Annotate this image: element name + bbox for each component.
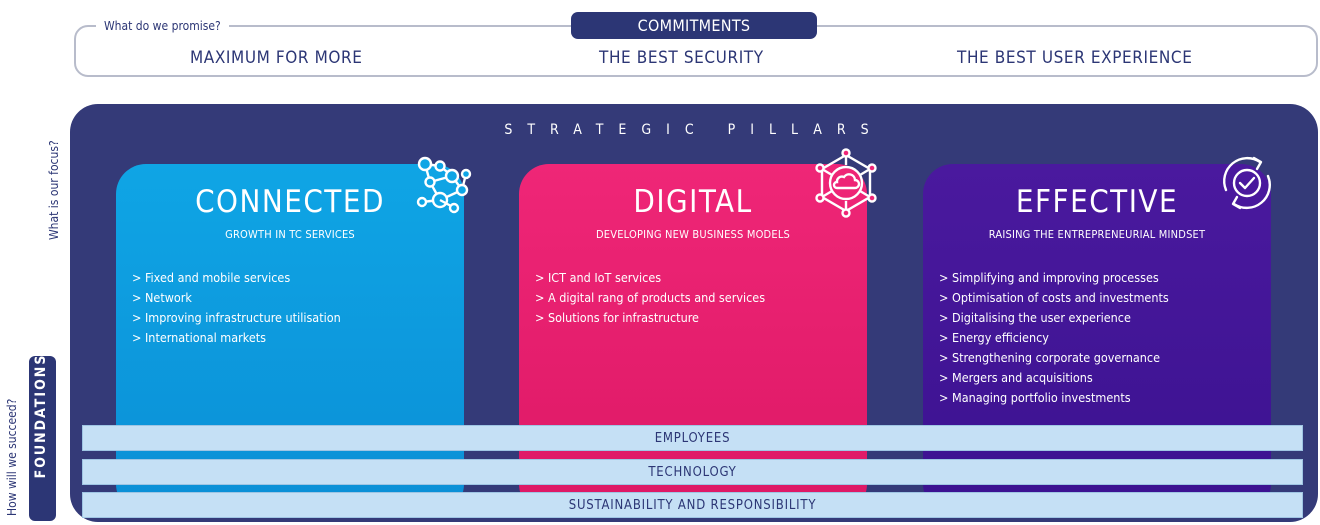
commitments-tab: COMMITMENTS	[571, 12, 817, 39]
list-item: > Digitalising the user experience	[939, 310, 1131, 325]
pillar-list: > ICT and IoT services > A digital rang …	[535, 268, 765, 328]
pillar-digital: DIGITAL DEVELOPING NEW BUSINESS MODELS >…	[519, 164, 867, 514]
pillar-title: CONNECTED	[195, 184, 385, 220]
list-item: > Simplifying and improving processes	[939, 270, 1159, 285]
list-item: > Optimisation of costs and investments	[939, 290, 1169, 305]
network-nodes-icon	[416, 156, 472, 214]
commitment-best-security: THE BEST SECURITY	[599, 48, 764, 68]
commitment-maximum-for-more: MAXIMUM FOR MORE	[190, 48, 363, 68]
list-item: > Solutions for infrastructure	[535, 310, 699, 325]
pillar-subtitle: GROWTH IN TC SERVICES	[225, 228, 355, 241]
list-item: > Improving infrastructure utilisation	[132, 310, 341, 325]
list-item: > Managing portfolio investments	[939, 390, 1131, 405]
pillar-effective: EFFECTIVE RAISING THE ENTREPRENEURIAL MI…	[923, 164, 1271, 514]
commitment-best-user-experience: THE BEST USER EXPERIENCE	[957, 48, 1193, 68]
foundation-employees: EMPLOYEES	[82, 425, 1303, 451]
list-item: > Network	[132, 290, 192, 305]
foundation-technology: TECHNOLOGY	[82, 459, 1303, 485]
check-cycle-icon	[1223, 156, 1271, 210]
list-item: > Mergers and acquisitions	[939, 370, 1093, 385]
list-item: > A digital rang of products and service…	[535, 290, 766, 305]
strategic-pillars-title: STRATEGIC PILLARS	[504, 122, 884, 138]
succeed-question: How will we succeed?	[5, 398, 19, 516]
list-item: > Energy efficiency	[939, 330, 1049, 345]
pillar-subtitle: RAISING THE ENTREPRENEURIAL MINDSET	[988, 228, 1206, 241]
foundations-label: FOUNDATIONS	[33, 353, 49, 479]
commitments-question: What do we promise?	[96, 19, 229, 33]
list-item: > ICT and IoT services	[535, 270, 662, 285]
pillar-connected: CONNECTED GROWTH IN TC SERVICES > Fixed …	[116, 164, 464, 514]
focus-question: What is our focus?	[47, 140, 61, 240]
pillar-list: > Fixed and mobile services > Network > …	[132, 268, 341, 348]
pillar-title: DIGITAL	[633, 184, 753, 220]
list-item: > Strengthening corporate governance	[939, 350, 1160, 365]
list-item: > International markets	[132, 330, 267, 345]
pillar-title: EFFECTIVE	[1015, 184, 1179, 220]
list-item: > Fixed and mobile services	[132, 270, 291, 285]
cloud-network-icon	[815, 148, 877, 218]
foundations-tab	[29, 356, 56, 521]
foundation-sustainability: SUSTAINABILITY AND RESPONSIBILITY	[82, 492, 1303, 518]
pillar-list: > Simplifying and improving processes > …	[939, 268, 1169, 408]
pillar-subtitle: DEVELOPING NEW BUSINESS MODELS	[595, 228, 791, 241]
